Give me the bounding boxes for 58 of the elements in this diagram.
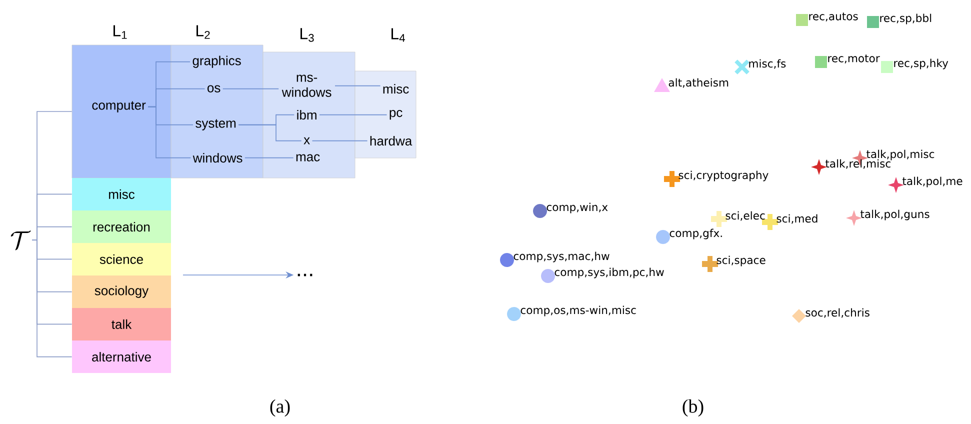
point-label: comp,os,ms-win,misc <box>520 306 636 316</box>
topic-label: windows <box>192 153 242 163</box>
point-label: rec,sp,hky <box>894 58 948 70</box>
topic-label: system <box>196 119 236 130</box>
point-label: talk,pol,misc <box>866 150 934 160</box>
point-label: comp,sys,ibm,pc,hw <box>554 268 664 278</box>
panel-caption: (b) <box>682 399 704 417</box>
level-heading: L$_{4}$ <box>392 28 405 42</box>
category-box: misc <box>72 178 171 210</box>
topic-label: graphics <box>192 56 241 68</box>
tree-line <box>244 157 294 158</box>
tree-line <box>148 106 192 158</box>
category-box: talk <box>72 308 171 340</box>
point-label: rec,motor <box>828 54 880 64</box>
category-box: sociology <box>72 276 171 308</box>
level-heading: L$_{3}$ <box>300 28 314 42</box>
topic-label: misc <box>383 84 409 94</box>
topic-label: computer <box>92 101 146 112</box>
tree-line <box>238 124 302 142</box>
tree-line <box>334 85 381 86</box>
category-box: alternative <box>72 340 171 374</box>
point-label: comp,win,x <box>546 202 608 214</box>
ellipsis: ... <box>298 274 312 276</box>
panel-caption: (a) <box>270 399 290 417</box>
topic-label: x <box>304 137 310 144</box>
point-label: sci,space <box>716 256 766 266</box>
topic-label: os <box>208 85 220 92</box>
level-band <box>262 52 356 178</box>
point-label: talk,rel,misc <box>826 159 890 169</box>
tree-line <box>319 114 388 116</box>
point-label: comp,sys,mac,hw <box>514 252 610 262</box>
category-box: science <box>72 242 171 276</box>
tree-line <box>32 240 72 358</box>
topic-label: hardwa <box>370 136 412 146</box>
category-box: recreation <box>72 210 171 244</box>
point-label: rec,sp,bbl <box>880 14 932 24</box>
point-label: alt,atheism <box>668 78 728 88</box>
point-label: misc,fs <box>749 59 786 69</box>
point-label: comp,gfx. <box>670 228 722 240</box>
level-heading: L$_{1}$ <box>114 25 127 39</box>
level-heading: L$_{2}$ <box>196 25 210 39</box>
tree-line <box>222 88 279 90</box>
point-label: sci,med <box>776 214 818 224</box>
level-band <box>354 70 416 158</box>
level-band <box>170 44 264 178</box>
tree-line <box>312 140 368 142</box>
topic-label: ibm <box>297 110 316 120</box>
topic-label: pc <box>390 110 402 120</box>
tree-symbol: $\mathcal{T}$ <box>10 230 31 250</box>
point-label: soc,rel,chris <box>806 308 870 318</box>
point-label: talk,pol,guns <box>860 210 930 220</box>
topic-label: ms-windows <box>282 74 332 97</box>
point-label: talk,pol,me <box>902 176 962 188</box>
level-band <box>72 44 172 178</box>
topic-label: mac <box>296 154 320 162</box>
point-label: rec,autos <box>809 12 858 22</box>
point-label: sci,cryptography <box>678 170 768 182</box>
point-label: sci,elec <box>726 211 765 221</box>
